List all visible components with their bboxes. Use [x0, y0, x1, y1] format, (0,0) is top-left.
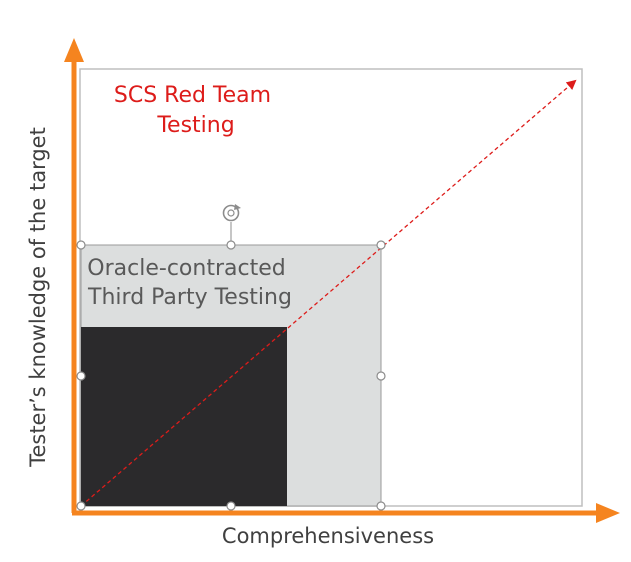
inner-dark-zone [81, 327, 287, 506]
y-axis-label: Tester’s knowledge of the target [26, 127, 50, 468]
red-team-label-line-1: SCS Red Team [114, 83, 271, 108]
resize-handle-top-left[interactable] [76, 240, 86, 250]
rotate-icon[interactable] [222, 204, 242, 222]
x-axis-label: Comprehensiveness [222, 524, 434, 548]
third-party-label-line-2: Third Party Testing [87, 285, 292, 310]
resize-handle-middle-left[interactable] [76, 371, 86, 381]
x-axis-arrowhead [596, 503, 620, 523]
resize-handle-top-center[interactable] [226, 240, 236, 250]
third-party-label: Oracle-contracted Third Party Testing [87, 256, 293, 310]
resize-handle-middle-right[interactable] [376, 371, 386, 381]
resize-handle-bottom-center[interactable] [226, 501, 236, 511]
resize-handle-bottom-left[interactable] [76, 501, 86, 511]
resize-handle-top-right[interactable] [376, 240, 386, 250]
red-team-label: SCS Red Team Testing [114, 83, 278, 138]
y-axis-arrowhead [64, 38, 84, 62]
red-team-label-line-2: Testing [156, 113, 234, 138]
resize-handle-bottom-right[interactable] [376, 501, 386, 511]
diagonal-arrow [80, 79, 577, 507]
third-party-label-line-1: Oracle-contracted [87, 256, 285, 281]
